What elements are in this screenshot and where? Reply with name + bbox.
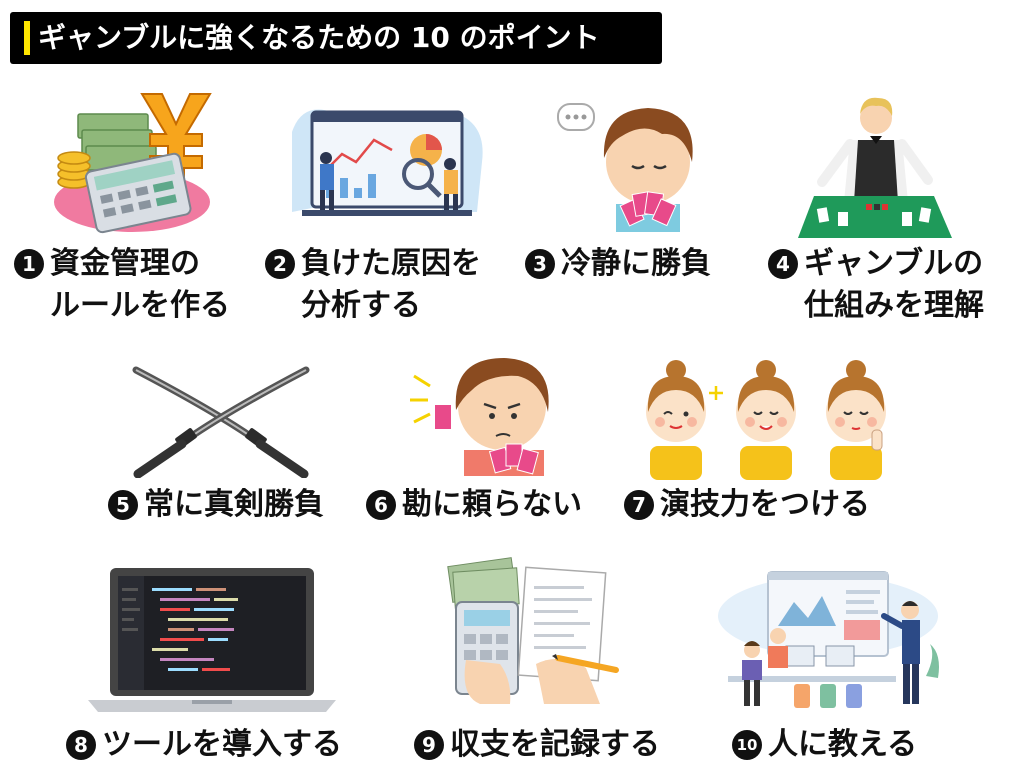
point-text-2: 負けた原因を 分析する [301,246,481,323]
point-label-2: 2 負けた原因を 分析する [265,243,481,327]
acting-girls-icon [636,350,896,480]
number-badge-8: 8 [66,730,96,760]
point-label-4: 4 ギャンブルの 仕組みを理解 [768,243,984,327]
analysis-dashboard-icon [282,92,492,232]
point-text-5: 常に真剣勝負 [144,487,324,522]
point-label-9: 9 収支を記録する [414,724,660,766]
point-label-8: 8 ツールを導入する [66,724,342,766]
point-text-8: ツールを導入する [102,727,342,762]
point-text-7: 演技力をつける [660,487,870,522]
number-badge-10: 10 [732,730,762,760]
page-title: ギャンブルに強くなるための 10 のポイント [38,21,600,54]
point-text-4: ギャンブルの 仕組みを理解 [804,246,984,323]
point-text-6: 勘に頼らない [402,487,582,522]
number-badge-2: 2 [265,249,295,279]
point-label-6: 6 勘に頼らない [366,484,582,526]
number-badge-7: 7 [624,490,654,520]
crossed-swords-icon [126,362,316,478]
calm-boy-cards-icon [552,92,712,232]
worried-girl-cards-icon [404,346,564,476]
number-badge-1: 1 [14,249,44,279]
point-text-3: 冷静に勝負 [561,246,711,281]
point-text-9: 収支を記録する [450,727,660,762]
number-badge-5: 5 [108,490,138,520]
point-label-1: 1 資金管理の ルールを作る [14,243,230,327]
point-label-5: 5 常に真剣勝負 [108,484,324,526]
point-text-1: 資金管理の ルールを作る [50,246,230,323]
teaching-meeting-icon [698,566,948,712]
number-badge-9: 9 [414,730,444,760]
number-badge-4: 4 [768,249,798,279]
point-text-10: 人に教える [768,727,918,762]
point-label-7: 7 演技力をつける [624,484,870,526]
number-badge-3: 3 [525,249,555,279]
casino-dealer-icon [794,92,954,238]
point-label-10: 10 人に教える [732,724,917,766]
title-accent [24,21,30,55]
number-badge-6: 6 [366,490,396,520]
title-bar: ギャンブルに強くなるための 10 のポイント [10,12,662,64]
laptop-code-icon [88,566,336,712]
point-label-3: 3 冷静に勝負 [525,243,711,285]
bookkeeping-icon [440,556,620,706]
money-calculator-icon [50,84,220,234]
